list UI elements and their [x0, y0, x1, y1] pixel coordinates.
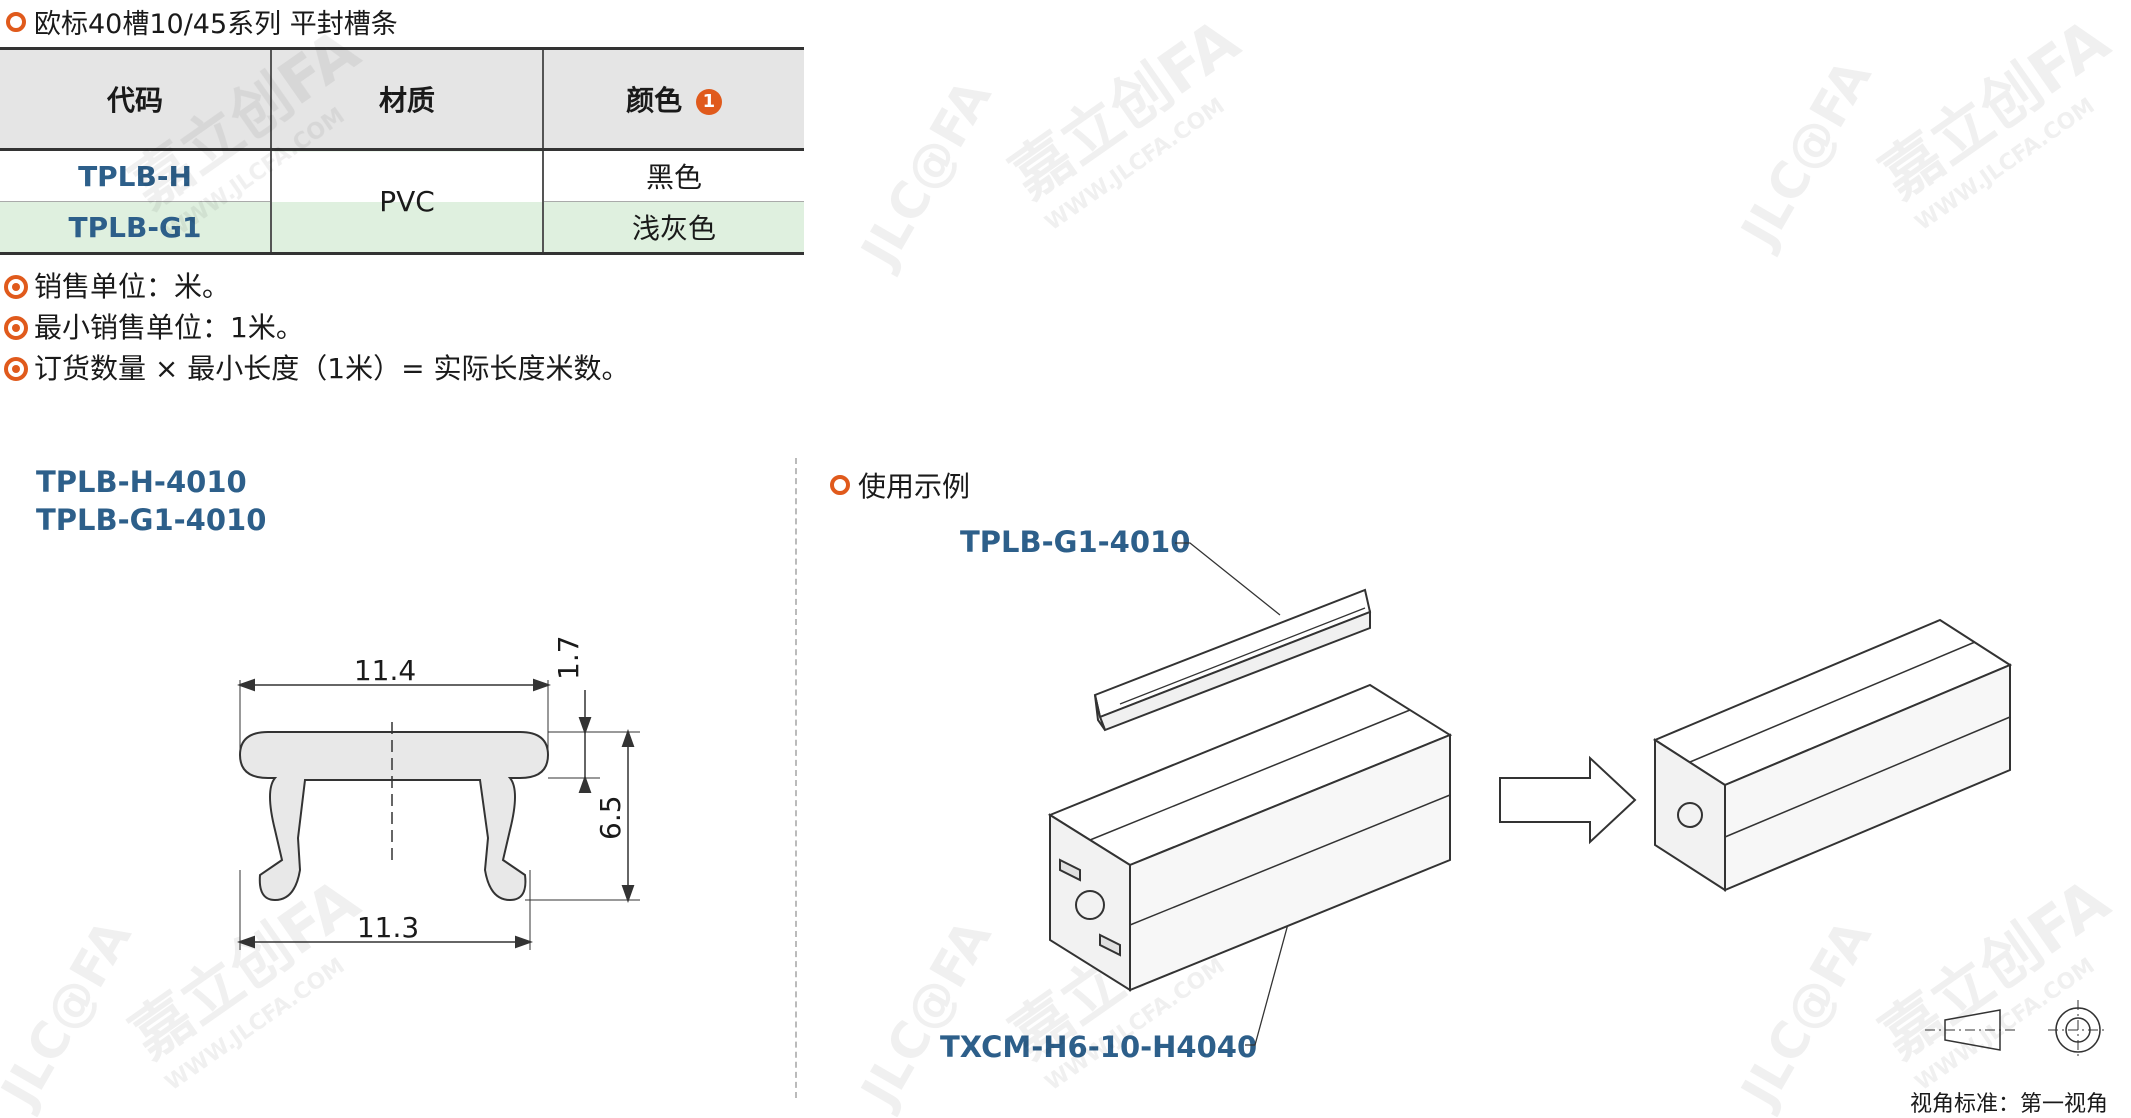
profile-leader-line — [1245, 879, 1301, 1046]
first-angle-projection-icon — [1925, 1000, 2108, 1060]
bullet-icon — [4, 315, 28, 340]
ring-icon — [830, 475, 850, 495]
table-header-row: 代码 材质 颜色 1 — [0, 48, 804, 150]
code-cell: TPLB-G1 — [0, 201, 272, 254]
usage-title-text: 使用示例 — [858, 470, 971, 503]
note-item: 最小销售单位：1米。 — [4, 307, 629, 348]
svg-text:JLC@FA: JLC@FA — [1729, 910, 1883, 1117]
model-code: TPLB-H-4010 — [36, 465, 247, 499]
col-color-header: 颜色 1 — [542, 48, 804, 150]
col-material-header: 材质 — [270, 48, 544, 150]
note-badge-icon: 1 — [695, 89, 722, 115]
profile-label: TXCM-H6-10-H4040 — [940, 1030, 1258, 1064]
dim-height: 6.5 — [594, 795, 627, 840]
code-cell: TPLB-H — [0, 149, 272, 202]
dim-bottom-width: 11.3 — [357, 911, 419, 944]
cross-section-drawing — [237, 678, 640, 950]
divider — [795, 458, 797, 1098]
col-code-header: 代码 — [0, 48, 272, 150]
bullet-icon — [4, 274, 28, 299]
col-color-label: 颜色 — [626, 84, 683, 117]
note-badge-number: 1 — [702, 91, 716, 112]
section-title-text: 欧标40槽10/45系列 平封槽条 — [34, 9, 398, 40]
strip-leader-line — [1175, 542, 1281, 616]
color-cell: 浅灰色 — [542, 201, 804, 254]
svg-text:JLC@FA: JLC@FA — [849, 70, 1003, 279]
aluminum-profile-part — [1047, 683, 1453, 992]
notes-list: 销售单位：米。 最小销售单位：1米。 订货数量 × 最小长度（1米）= 实际长度… — [4, 266, 629, 389]
ring-icon — [6, 11, 26, 32]
seal-strip-part — [1093, 588, 1372, 732]
assembled-profile-part — [1652, 618, 2013, 892]
svg-text:JLC@FA: JLC@FA — [1729, 50, 1883, 259]
view-standard-text: 视角标准：第一视角 — [1910, 1092, 2109, 1117]
arrow-right-icon — [1499, 755, 1637, 845]
section-title: 欧标40槽10/45系列 平封槽条 — [6, 2, 398, 41]
strip-label: TPLB-G1-4010 — [960, 525, 1191, 559]
table-row: TPLB-H PVC 黑色 — [0, 149, 804, 254]
model-codes: TPLB-H-4010 TPLB-G1-4010 — [36, 463, 266, 539]
usage-illustration — [1047, 542, 2108, 1060]
svg-text:JLC@FA: JLC@FA — [849, 910, 1003, 1117]
model-code: TPLB-G1-4010 — [36, 503, 267, 537]
spec-table: 代码 材质 颜色 1 TPLB-H PVC 黑色 TPLB-G1 浅灰色 — [0, 47, 804, 255]
dim-cap-thickness: 1.7 — [552, 635, 585, 680]
material-cell: PVC — [270, 149, 544, 254]
dim-top-width: 11.4 — [354, 654, 416, 687]
color-cell: 黑色 — [542, 149, 804, 202]
usage-title: 使用示例 — [830, 465, 970, 505]
note-item: 销售单位：米。 — [4, 266, 629, 307]
bullet-icon — [4, 356, 28, 381]
strip-profile-shape — [238, 731, 550, 902]
note-item: 订货数量 × 最小长度（1米）= 实际长度米数。 — [4, 348, 629, 389]
